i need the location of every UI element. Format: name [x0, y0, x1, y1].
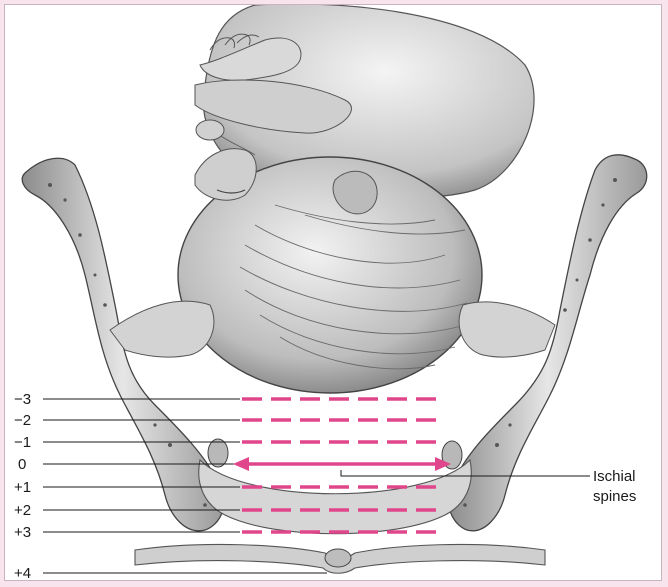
station-label-plus-2: +2 [14, 502, 31, 519]
station-label-plus-3: +3 [14, 524, 31, 541]
callout-label-line1: Ischial [593, 468, 636, 485]
station-label-minus-1: −1 [14, 434, 31, 451]
station-label-zero: 0 [18, 456, 26, 473]
callout-label-line2: spines [593, 488, 636, 505]
figure-frame: −3 −2 −1 0 +1 +2 +3 +4 Ischial spines [4, 4, 662, 581]
station-label-plus-1: +1 [14, 479, 31, 496]
station-label-plus-4: +4 [14, 565, 31, 581]
fetal-station-diagram: −3 −2 −1 0 +1 +2 +3 +4 Ischial spines [5, 5, 662, 581]
station-labels: −3 −2 −1 0 +1 +2 +3 +4 [14, 391, 31, 581]
station-label-minus-2: −2 [14, 412, 31, 429]
station-zero-arrow [233, 457, 451, 471]
station-label-minus-3: −3 [14, 391, 31, 408]
left-ischial-spine [208, 439, 228, 467]
